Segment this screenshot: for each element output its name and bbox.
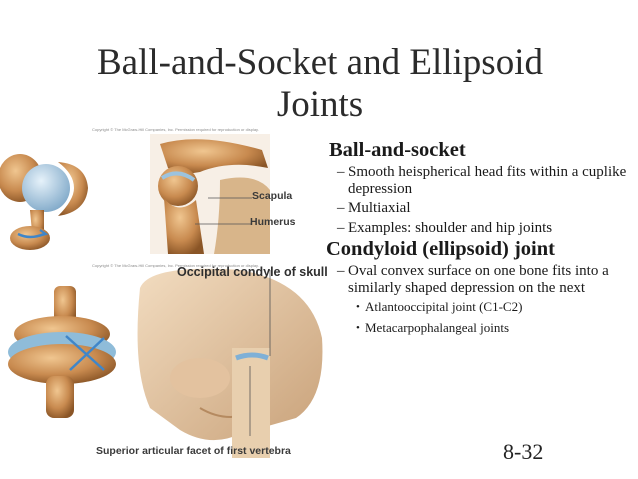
sub-bullet-item: • Metacarpophalangeal joints — [348, 320, 634, 336]
skull-illustration — [137, 268, 323, 458]
copyright-notice: Copyright © The McGraw-Hill Companies, I… — [92, 127, 259, 132]
shoulder-illustration — [150, 134, 270, 254]
facet-label: Superior articular facet of first verteb… — [96, 445, 291, 457]
occipital-condyle-label: Occipital condyle of skull — [177, 265, 328, 279]
condyloid-bullets: –Oval convex surface on one bone fits in… — [329, 263, 634, 336]
bullet-item: –Multiaxial — [329, 200, 634, 217]
dash-marker: – — [337, 263, 345, 279]
sub-bullet-text: Atlantooccipital joint (C1-C2) — [365, 299, 523, 314]
ball-socket-illustration — [0, 134, 270, 254]
sub-bullet-text: Metacarpophalangeal joints — [365, 320, 510, 335]
ball-and-socket-heading: Ball-and-socket — [329, 139, 466, 161]
page-number: 8-32 — [503, 439, 544, 464]
bullet-text: Examples: shoulder and hip joints — [348, 219, 553, 236]
bullet-item: –Smooth heispherical head fits within a … — [329, 164, 634, 197]
bullet-item: –Oval convex surface on one bone fits in… — [329, 263, 634, 336]
bullet-text: Multiaxial — [348, 200, 411, 216]
sub-bullet-item: • Atlantooccipital joint (C1-C2) — [348, 299, 634, 315]
bullet-text: Smooth heispherical head fits within a c… — [348, 164, 627, 197]
ellipsoid-model — [8, 286, 116, 418]
dash-marker: – — [337, 164, 345, 180]
slide-text: Ball-and-socket –Smooth heispherical hea… — [326, 138, 634, 341]
ball-and-socket-figure: Copyright © The McGraw-Hill Companies, I… — [0, 120, 330, 260]
dash-marker: – — [337, 200, 345, 216]
slide-title: Ball-and-Socket and Ellipsoid Joints — [97, 42, 543, 125]
dash-marker: – — [337, 219, 345, 236]
bullet-text: Oval convex surface on one bone fits int… — [348, 263, 609, 296]
scapula-label: Scapula — [252, 190, 293, 202]
ball-and-socket-bullets: –Smooth heispherical head fits within a … — [329, 164, 634, 236]
condyloid-heading: Condyloid (ellipsoid) joint — [326, 238, 555, 260]
bullet-dot: • — [356, 301, 360, 313]
copyright-notice: Copyright © The McGraw-Hill Companies, I… — [92, 263, 259, 268]
humerus-label: Humerus — [250, 216, 296, 228]
ellipsoid-illustration — [8, 268, 323, 458]
ellipsoid-figure: Copyright © The McGraw-Hill Companies, I… — [0, 258, 330, 468]
ball-socket-model — [0, 154, 88, 250]
bullet-item: –Examples: shoulder and hip joints — [329, 220, 634, 237]
bullet-dot: • — [356, 322, 360, 334]
example-sublist: • Atlantooccipital joint (C1-C2) • Metacar… — [348, 299, 634, 336]
